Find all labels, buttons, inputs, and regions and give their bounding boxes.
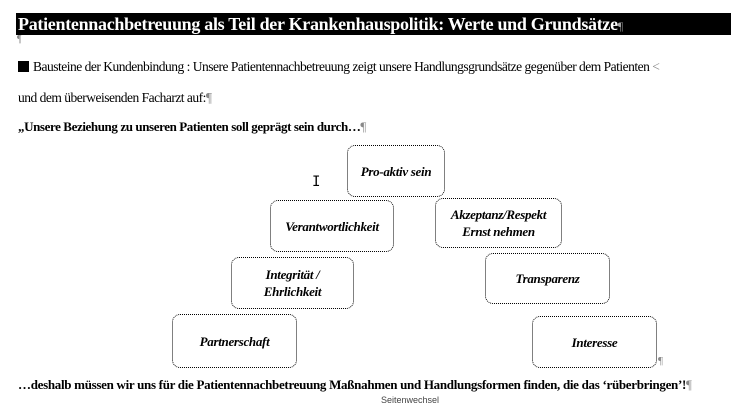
paragraph-bausteine: Bausteine der Kundenbindung : Unsere Pat… bbox=[18, 59, 660, 75]
pilcrow: ¶ bbox=[205, 90, 212, 105]
box-label: Ernst nehmen bbox=[462, 224, 535, 239]
pilcrow: ¶ bbox=[658, 355, 663, 367]
para3-text: „Unsere Beziehung zu unseren Patienten s… bbox=[18, 119, 361, 134]
box-label: Verantwortlichkeit bbox=[285, 218, 379, 234]
text-cursor-icon: I bbox=[312, 174, 321, 190]
pilcrow: < bbox=[652, 59, 660, 74]
box-label: Ehrlichkeit bbox=[263, 284, 322, 299]
para1-text: Bausteine der Kundenbindung : Unsere Pat… bbox=[33, 59, 650, 74]
document-title: Patientennachbetreuung als Teil der Kran… bbox=[16, 13, 731, 35]
para2-text: und dem überweisenden Facharzt auf: bbox=[18, 90, 206, 105]
title-text: Patientennachbetreuung als Teil der Kran… bbox=[18, 14, 618, 34]
pilcrow: ¶ bbox=[617, 19, 623, 33]
box-partnerschaft[interactable]: Partnerschaft bbox=[172, 314, 297, 368]
box-verantwortlichkeit[interactable]: Verantwortlichkeit bbox=[270, 200, 394, 252]
page-break-marker: Seitenwechsel bbox=[381, 395, 440, 405]
box-label: Akzeptanz/Respekt bbox=[450, 207, 547, 222]
paragraph-deshalb: …deshalb müssen wir uns für die Patiente… bbox=[18, 377, 692, 393]
paragraph-beziehung: „Unsere Beziehung zu unseren Patienten s… bbox=[18, 119, 366, 135]
pilcrow: ¶ bbox=[360, 119, 366, 134]
box-label: Transparenz bbox=[515, 271, 580, 286]
pilcrow: ¶ bbox=[686, 377, 692, 392]
box-label: Interesse bbox=[571, 334, 618, 350]
box-label: Pro-aktiv sein bbox=[360, 163, 432, 179]
box-integritaet[interactable]: Integrität / Ehrlichkeit bbox=[231, 257, 354, 309]
box-transparenz[interactable]: Transparenz bbox=[485, 253, 610, 304]
pilcrow: ¶ bbox=[17, 34, 22, 45]
para4-text: …deshalb müssen wir uns für die Patiente… bbox=[18, 377, 687, 392]
bullet-square-icon bbox=[18, 61, 29, 72]
box-interesse[interactable]: Interesse bbox=[532, 316, 657, 368]
paragraph-facharzt: und dem überweisenden Facharzt auf:¶ bbox=[18, 90, 212, 106]
box-pro-aktiv[interactable]: Pro-aktiv sein bbox=[347, 145, 445, 197]
box-label: Integrität / bbox=[265, 267, 320, 282]
box-label: Partnerschaft bbox=[199, 333, 270, 349]
